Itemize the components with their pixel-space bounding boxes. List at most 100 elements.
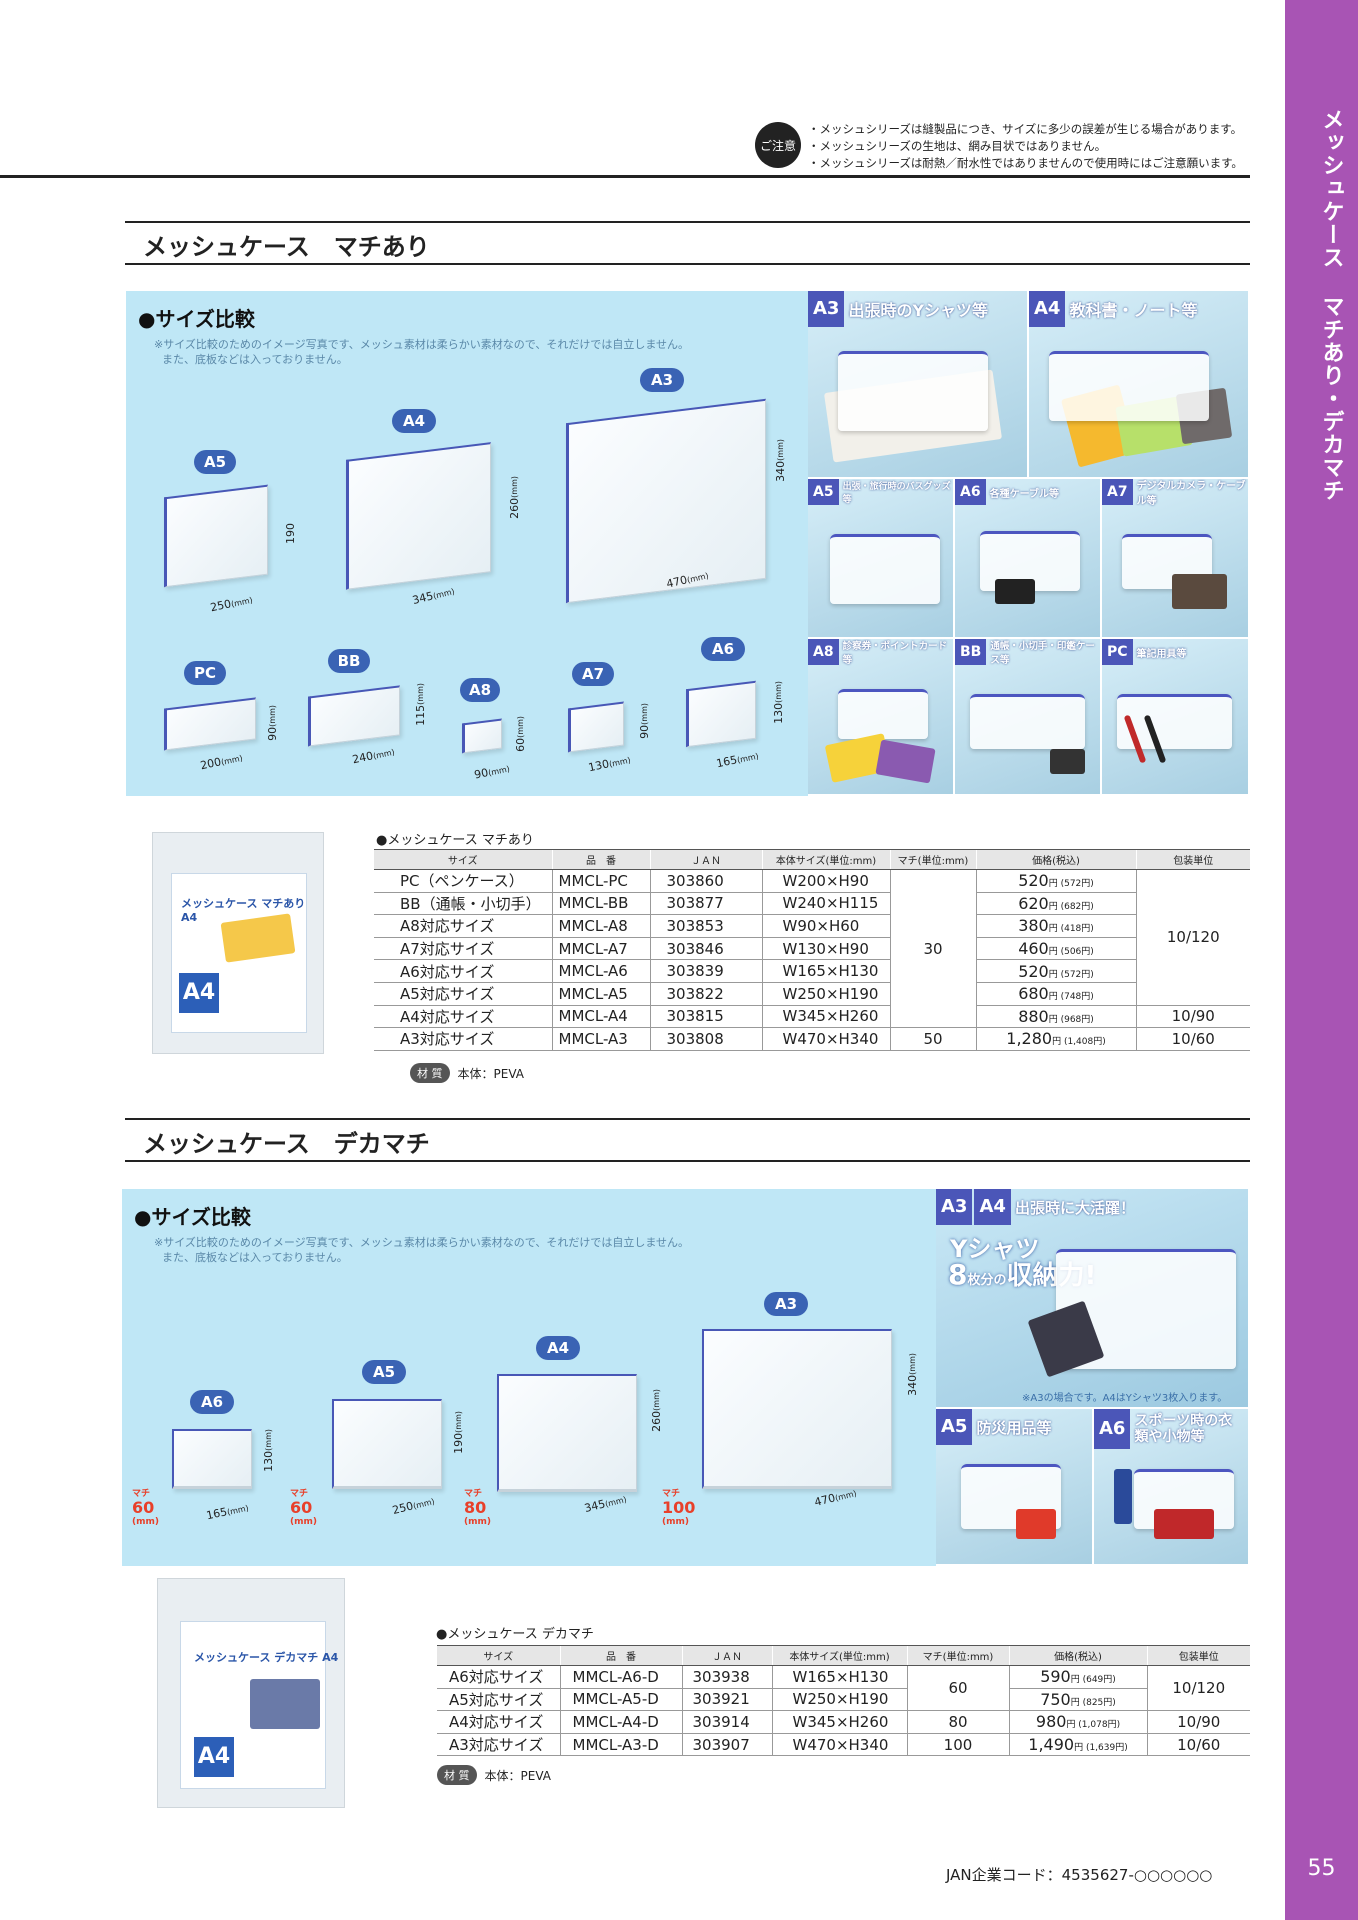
package-title: メッシュケース デカマチ A4 <box>194 1651 339 1664</box>
section2-material: 材 質 本体：PEVA <box>437 1765 551 1785</box>
col-header: サイズ <box>437 1645 560 1666</box>
section1-table-title: ●メッシュケース マチあり <box>376 833 534 848</box>
case-a3 <box>566 398 766 604</box>
note-line: ※サイズ比較のためのイメージ写真です、メッシュ素材は柔らかい素材なので、それだけ… <box>154 1236 690 1249</box>
col-header: 品 番 <box>551 849 650 870</box>
table-row: A4対応サイズ MMCL-A4 303815 W345×H260 880円 (9… <box>374 1005 1250 1029</box>
size-pill-a5: A5 <box>194 450 236 474</box>
feature-line1: Yシャツ <box>950 1235 1040 1263</box>
tile-tag: A5 <box>936 1409 973 1445</box>
table-row: A3対応サイズ MMCL-A3-D 303907 W470×H340 100 1… <box>437 1733 1250 1757</box>
table-row: BB（通帳・小切手） MMCL-BB 303877 W240×H115 620円… <box>374 892 1250 916</box>
deka-pill-a6: A6 <box>190 1390 234 1414</box>
package-dekamachi: メッシュケース デカマチ A4 A4 <box>157 1578 345 1808</box>
dim-a8-h: 60(mm) <box>514 716 527 752</box>
section2-table-title: ●メッシュケース デカマチ <box>436 1627 594 1642</box>
deka-case-a5 <box>332 1399 442 1489</box>
section2-spec-table: サイズ 品 番 ＪＡＮ 本体サイズ(単位:mm) マチ(単位:mm) 価格(税込… <box>437 1645 1250 1757</box>
size-pill-a4: A4 <box>392 409 436 433</box>
section2-compare-title: ●サイズ比較 <box>134 1205 251 1229</box>
col-header: 包装単位 <box>1146 1645 1250 1666</box>
dim-bb-h: 115(mm) <box>414 683 427 726</box>
deka-pill-a5: A5 <box>362 1360 406 1384</box>
section1-size-compare: ●サイズ比較 ※サイズ比較のためのイメージ写真です、メッシュ素材は柔らかい素材な… <box>126 291 808 796</box>
table-row: A5対応サイズ MMCL-A5-D 303921 W250×H190 750円 … <box>437 1688 1250 1712</box>
tile-tag: A7 <box>1102 479 1133 505</box>
caution-list: ・メッシュシリーズは縫製品につき、サイズに多少の誤差が生じる場合があります。 ・… <box>808 121 1243 172</box>
table-row: A3対応サイズ MMCL-A3 303808 W470×H340 50 1,28… <box>374 1027 1250 1051</box>
tile-tag: BB <box>955 639 987 665</box>
section2-title: メッシュケース デカマチ <box>143 1130 430 1158</box>
col-header: 本体サイズ(単位:mm) <box>761 849 890 870</box>
tile-tag: A5 <box>808 479 839 505</box>
section1-heading: メッシュケース マチあり <box>125 221 1250 265</box>
section1-compare-title: ●サイズ比較 <box>138 307 255 331</box>
dim-a7-h: 90(mm) <box>638 703 651 739</box>
section1-spec-table: サイズ 品 番 ＪＡＮ 本体サイズ(単位:mm) マチ(単位:mm) 価格(税込… <box>374 849 1250 1051</box>
col-header: 価格(税込) <box>975 849 1136 870</box>
size-pill-a7: A7 <box>572 662 614 686</box>
size-pill-a8: A8 <box>460 678 500 702</box>
col-header: 本体サイズ(単位:mm) <box>771 1645 907 1666</box>
tile-tag: A4 <box>1029 291 1066 327</box>
size-pill-a6: A6 <box>701 637 745 661</box>
material-text: 本体：PEVA <box>457 1066 524 1081</box>
deka-pill-a4: A4 <box>536 1336 580 1360</box>
caution-item: ・メッシュシリーズは耐熱／耐水性ではありませんので使用時にはご注意願います。 <box>808 156 1243 170</box>
table-header-row: サイズ 品 番 ＪＡＮ 本体サイズ(単位:mm) マチ(単位:mm) 価格(税込… <box>374 849 1250 870</box>
package-size: A4 <box>194 1737 234 1777</box>
tile-tag: A6 <box>955 479 986 505</box>
dim-pc-h: 90(mm) <box>266 705 279 741</box>
tile-text: 教科書・ノート等 <box>1069 301 1198 320</box>
note-line: また、底板などは入っておりません。 <box>162 353 348 366</box>
tile-shirts-feature: A3 A4 出張時に大活躍！ Yシャツ 8枚分の収納力! ※A3の場合です。A4… <box>936 1189 1250 1409</box>
case-a8 <box>462 718 502 754</box>
section1-material: 材 質 本体：PEVA <box>410 1063 524 1083</box>
section1-title: メッシュケース マチあり <box>143 233 430 261</box>
package-machiari: メッシュケース マチあり A4 A4 <box>152 832 324 1054</box>
tile-tag: A4 <box>974 1189 1011 1225</box>
tile-text: 診察券・ポイントカード等 <box>842 641 948 666</box>
case-a5 <box>164 484 268 588</box>
section1-note: ※サイズ比較のためのイメージ写真です、メッシュ素材は柔らかい素材なので、それだけ… <box>154 337 689 367</box>
material-badge: 材 質 <box>437 1765 477 1785</box>
tile-text: 出張・旅行時のバスグッズ等 <box>842 482 951 505</box>
side-tab: メッシュケース マチあり・デカマチ 55 <box>1285 0 1358 1920</box>
case-a7 <box>568 701 624 753</box>
feature-note: ※A3の場合です。A4はYシャツ3枚入ります。 <box>1022 1393 1228 1404</box>
table-header-row: サイズ 品 番 ＪＡＮ 本体サイズ(単位:mm) マチ(単位:mm) 価格(税込… <box>437 1645 1250 1666</box>
note-line: また、底板などは入っておりません。 <box>162 1251 348 1264</box>
deka-dim-a6-w: 165(mm) <box>205 1503 250 1523</box>
size-pill-pc: PC <box>184 661 226 685</box>
deka-case-a6 <box>172 1429 252 1489</box>
deka-dim-a3-w: 470(mm) <box>813 1488 858 1509</box>
material-text: 本体：PEVA <box>484 1768 551 1783</box>
tile-tag: PC <box>1102 639 1133 665</box>
dim-pc-w: 200(mm) <box>199 753 244 773</box>
tile-tag: A3 <box>808 291 845 327</box>
section2-size-compare: ●サイズ比較 ※サイズ比較のためのイメージ写真です、メッシュ素材は柔らかい素材な… <box>122 1189 936 1566</box>
tile-text: 通帳・小切手・印鑑ケース等 <box>990 641 1095 666</box>
table-row: A8対応サイズ MMCL-A8 303853 W90×H60 380円 (418… <box>374 914 1250 938</box>
dim-a6-h: 130(mm) <box>772 681 785 724</box>
col-header: ＪＡＮ <box>649 849 762 870</box>
jan-company-code: JAN企業コード：4535627-○○○○○○ <box>946 1866 1213 1884</box>
dim-a6-w: 165(mm) <box>715 751 760 771</box>
col-header: 包装単位 <box>1135 849 1250 870</box>
table-row: PC（ペンケース） MMCL-PC 303860 W200×H90 30 520… <box>374 869 1250 1029</box>
deka-case-a4 <box>497 1374 637 1492</box>
table-row: A4対応サイズ MMCL-A4-D 303914 W345×H260 80 98… <box>437 1710 1250 1734</box>
case-a4 <box>346 442 491 590</box>
page-number: 55 <box>1307 1856 1336 1881</box>
table-row: A7対応サイズ MMCL-A7 303846 W130×H90 460円 (50… <box>374 937 1250 961</box>
deka-dim-a5-h: 190(mm) <box>452 1411 465 1454</box>
col-header: 品 番 <box>559 1645 682 1666</box>
